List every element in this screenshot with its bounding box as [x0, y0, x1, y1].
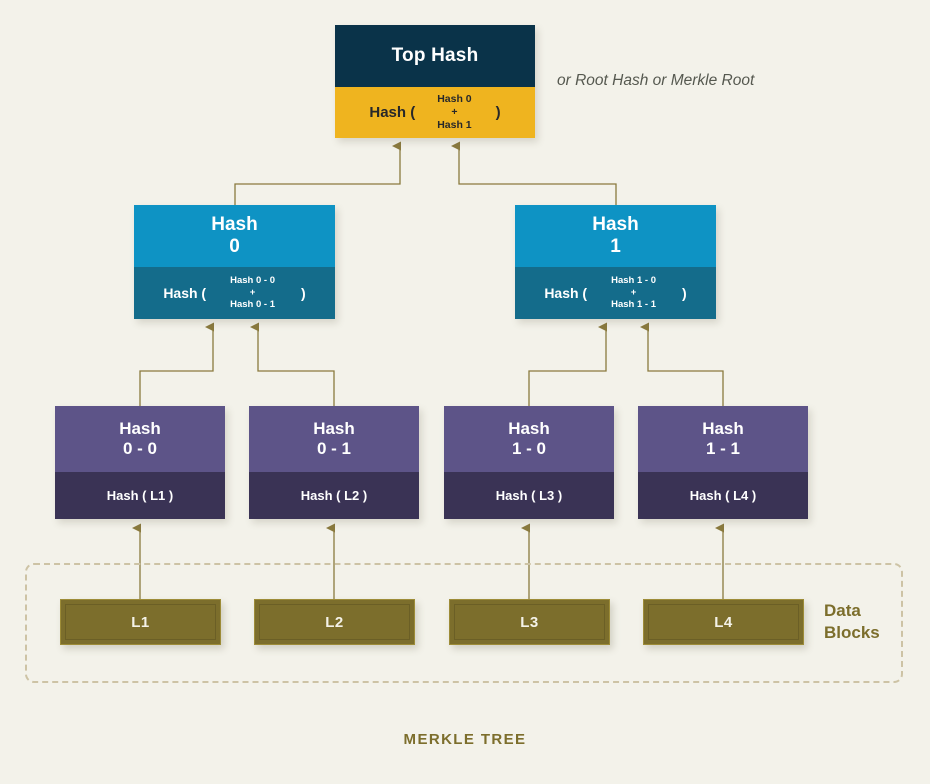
node-top-hash[interactable]: Top Hash Hash ( Hash 0 + Hash 1 ) — [335, 25, 535, 138]
data-blocks-label-line2: Blocks — [824, 622, 880, 642]
hash-0-0-formula: Hash ( L1 ) — [55, 472, 225, 519]
formula-operator: + — [249, 287, 256, 299]
formula-operand-b: Hash 1 — [437, 119, 472, 132]
top-hash-formula: Hash ( Hash 0 + Hash 1 ) — [335, 87, 535, 138]
hash-1-1-title-line2: 1 - 1 — [705, 439, 740, 458]
data-block-l1[interactable]: L1 — [60, 599, 221, 645]
formula-operator: + — [451, 105, 458, 118]
hash-1-title: Hash 1 — [515, 205, 716, 267]
formula-operand-a: Hash 0 - 0 — [230, 275, 275, 287]
hash-1-formula: Hash ( Hash 1 - 0 + Hash 1 - 1 ) — [515, 267, 716, 319]
formula-suffix: ) — [301, 285, 306, 301]
hash-0-0-title-line1: Hash — [119, 418, 161, 438]
hash-1-0-title: Hash 1 - 0 — [444, 406, 614, 472]
data-block-l1-label: L1 — [65, 604, 216, 640]
wire-hash0-to-root — [234, 141, 401, 205]
formula-operand-b: Hash 0 - 1 — [230, 298, 275, 310]
hash-1-0-title-line2: 1 - 0 — [511, 439, 546, 458]
hash-0-title: Hash 0 — [134, 205, 335, 267]
data-block-l2[interactable]: L2 — [254, 599, 415, 645]
hash-1-1-formula: Hash ( L4 ) — [638, 472, 808, 519]
data-blocks-label-line1: Data — [824, 601, 861, 620]
hash-1-1-title: Hash 1 - 1 — [638, 406, 808, 472]
hash-0-0-title: Hash 0 - 0 — [55, 406, 225, 472]
wire-hash10-to-hash1 — [528, 322, 607, 406]
hash-0-title-line1: Hash — [211, 213, 258, 235]
data-block-l4[interactable]: L4 — [643, 599, 804, 645]
diagram-caption: MERKLE TREE — [403, 731, 527, 748]
formula-prefix: Hash ( — [544, 285, 588, 301]
hash-0-formula: Hash ( Hash 0 - 0 + Hash 0 - 1 ) — [134, 267, 335, 319]
hash-0-1-title: Hash 0 - 1 — [249, 406, 419, 472]
formula-prefix: Hash ( — [369, 104, 416, 121]
node-hash-0-0[interactable]: Hash 0 - 0 Hash ( L1 ) — [55, 406, 225, 519]
wire-hash1-to-root — [451, 141, 617, 205]
data-block-l3[interactable]: L3 — [449, 599, 610, 645]
wire-hash00-to-hash0 — [139, 322, 214, 406]
formula-operand-a: Hash 0 — [437, 92, 472, 105]
root-hash-note: or Root Hash or Merkle Root — [557, 72, 755, 89]
node-hash-0[interactable]: Hash 0 Hash ( Hash 0 - 0 + Hash 0 - 1 ) — [134, 205, 335, 319]
hash-1-0-title-line1: Hash — [508, 418, 550, 438]
data-blocks-label: Data Blocks — [824, 600, 914, 644]
formula-operand-b: Hash 1 - 1 — [611, 298, 656, 310]
hash-1-1-title-line1: Hash — [702, 418, 744, 438]
formula-suffix: ) — [682, 285, 687, 301]
data-block-l4-label: L4 — [648, 604, 799, 640]
node-hash-1-0[interactable]: Hash 1 - 0 Hash ( L3 ) — [444, 406, 614, 519]
hash-1-title-line2: 1 — [610, 236, 621, 257]
node-hash-0-1[interactable]: Hash 0 - 1 Hash ( L2 ) — [249, 406, 419, 519]
node-hash-1[interactable]: Hash 1 Hash ( Hash 1 - 0 + Hash 1 - 1 ) — [515, 205, 716, 319]
formula-operand-a: Hash 1 - 0 — [611, 275, 656, 287]
hash-0-1-title-line2: 0 - 1 — [316, 439, 351, 458]
formula-operator: + — [630, 287, 637, 299]
hash-0-title-line2: 0 — [229, 236, 240, 257]
hash-1-title-line1: Hash — [592, 213, 639, 235]
node-hash-1-1[interactable]: Hash 1 - 1 Hash ( L4 ) — [638, 406, 808, 519]
wire-hash11-to-hash1 — [640, 322, 724, 406]
hash-1-0-formula: Hash ( L3 ) — [444, 472, 614, 519]
data-block-l3-label: L3 — [454, 604, 605, 640]
hash-0-1-title-line1: Hash — [313, 418, 355, 438]
top-hash-title: Top Hash — [335, 25, 535, 87]
data-blocks-region — [25, 563, 903, 683]
wire-hash01-to-hash0 — [250, 322, 335, 406]
hash-0-0-title-line2: 0 - 0 — [122, 439, 157, 458]
hash-0-1-formula: Hash ( L2 ) — [249, 472, 419, 519]
formula-suffix: ) — [495, 104, 501, 121]
formula-prefix: Hash ( — [163, 285, 207, 301]
data-block-l2-label: L2 — [259, 604, 410, 640]
